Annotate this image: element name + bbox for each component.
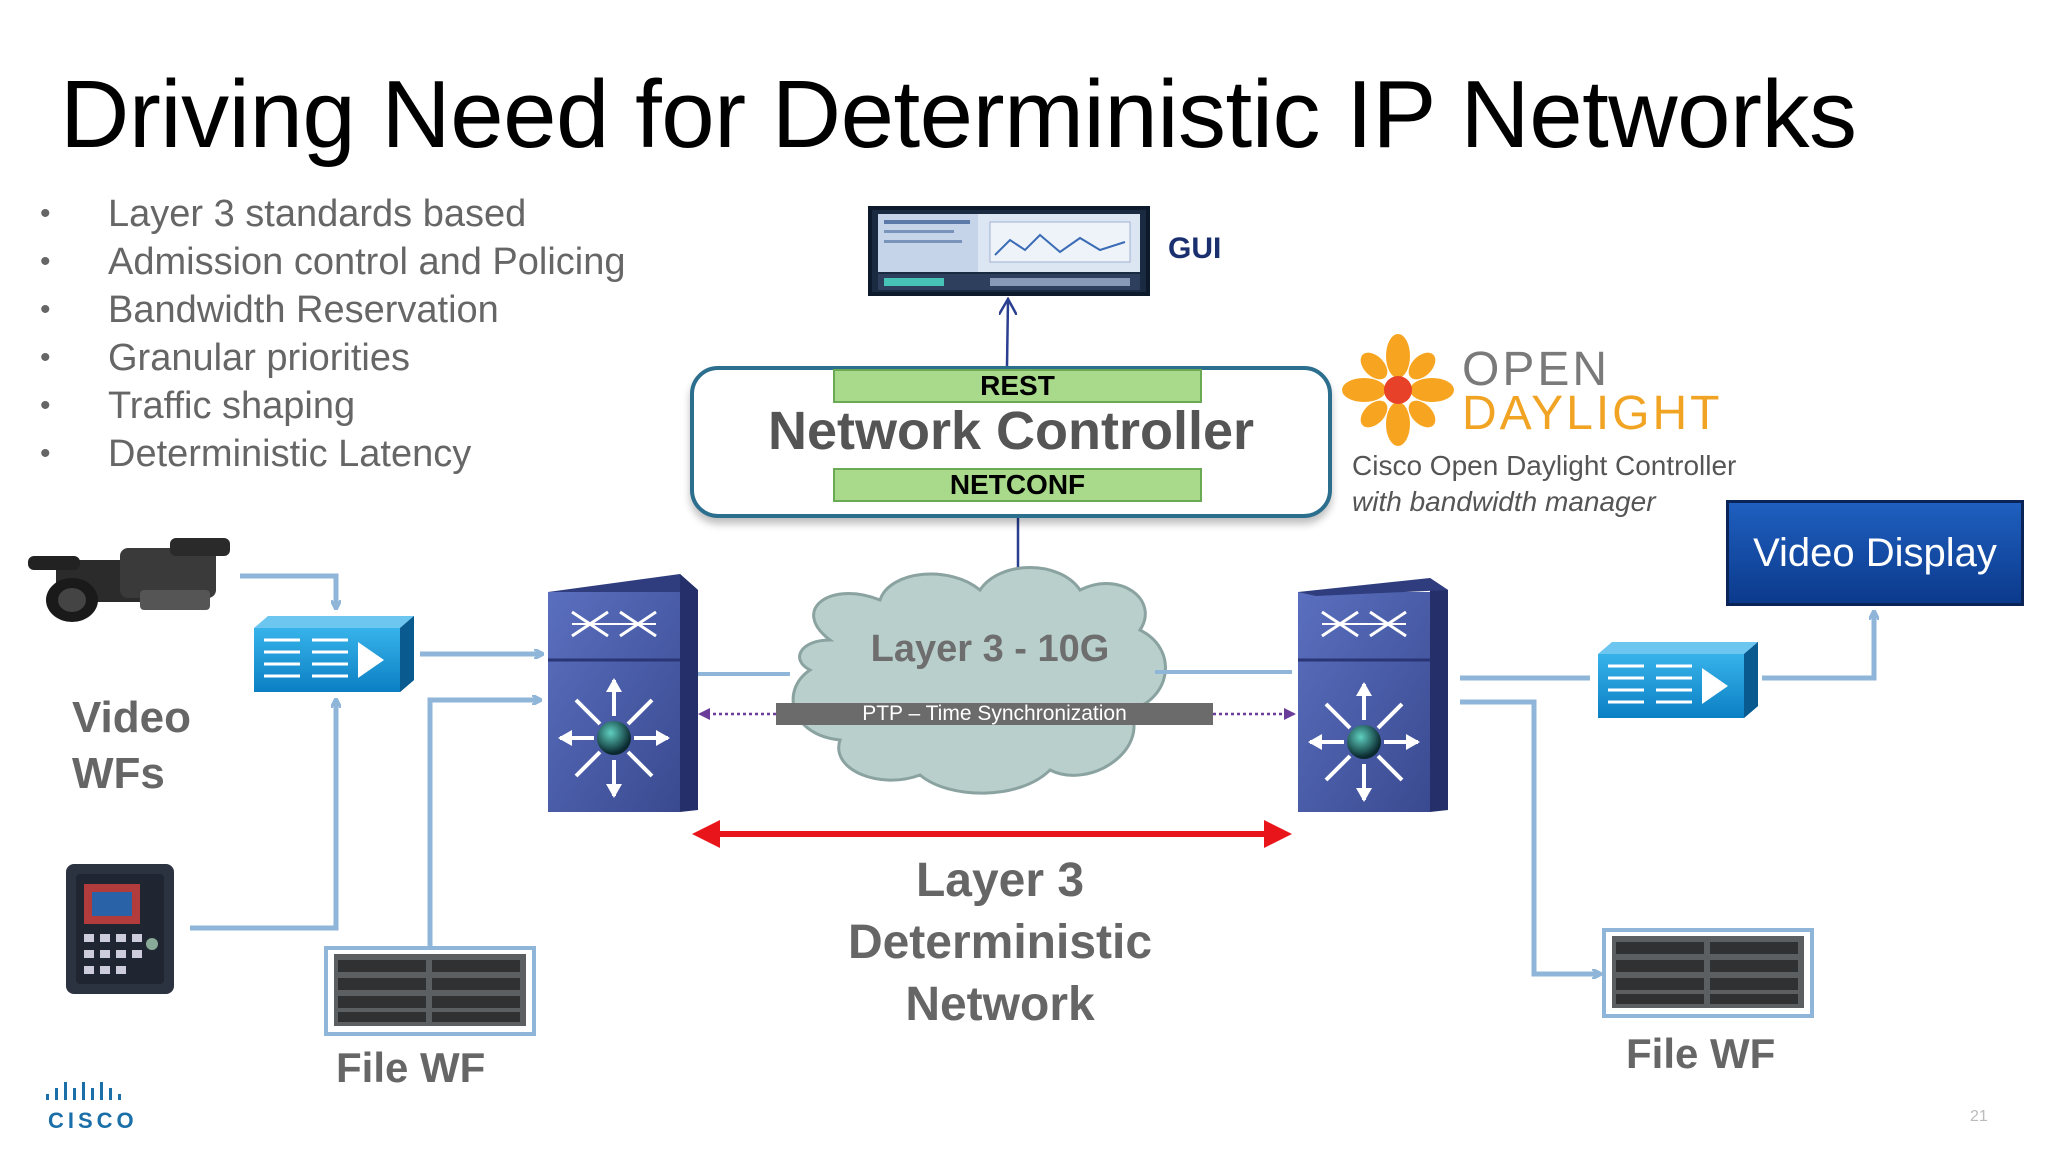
bullet-icon: • — [40, 293, 51, 326]
page-number: 21 — [1970, 1108, 1988, 1125]
list-item: •Admission control and Policing — [40, 238, 626, 286]
opendaylight-caption: Cisco Open Daylight Controller — [1352, 450, 1737, 481]
storage-array-icon — [1602, 928, 1814, 1018]
video-wfs-label: Video WFs — [72, 693, 192, 798]
gui-monitor-icon — [868, 206, 1150, 296]
ptp-label: PTP – Time Synchronization — [776, 703, 1213, 725]
deterministic-network-label: Layer 3 Deterministic Network — [847, 854, 1153, 1031]
list-item: •Layer 3 standards based — [40, 190, 626, 238]
router-icon — [254, 616, 414, 692]
opendaylight-logo-icon — [1342, 334, 1454, 446]
deterministic-span-arrow — [692, 820, 1292, 848]
bullet-icon: • — [40, 245, 51, 278]
bullet-icon: • — [40, 389, 51, 422]
opendaylight-logo-text-daylight: DAYLIGHT — [1462, 387, 1723, 440]
rest-label: REST — [833, 369, 1202, 403]
file-wf-right-label: File WF — [1626, 1030, 1776, 1077]
page-title: Driving Need for Deterministic IP Networ… — [60, 61, 1857, 168]
network-controller-label: Network Controller — [767, 401, 1255, 461]
list-item: •Traffic shaping — [40, 382, 626, 430]
router-icon — [1598, 642, 1758, 718]
gui-label: GUI — [1168, 232, 1222, 265]
list-item: •Deterministic Latency — [40, 430, 626, 478]
core-switch-icon — [1298, 578, 1448, 812]
flow-connectors — [190, 573, 1874, 974]
video-display: Video Display — [1726, 500, 2024, 606]
list-item: •Granular priorities — [40, 334, 626, 382]
opendaylight-logo-text-open: OPEN — [1462, 343, 1611, 396]
media-device-icon — [66, 864, 174, 994]
bullet-icon: • — [40, 341, 51, 374]
list-item: •Bandwidth Reservation — [40, 286, 626, 334]
opendaylight-caption-sub: with bandwidth manager — [1352, 486, 1656, 517]
feature-list: •Layer 3 standards based •Admission cont… — [40, 190, 626, 478]
layer3-cloud-icon — [791, 566, 1167, 795]
netconf-label: NETCONF — [833, 468, 1202, 502]
bullet-icon: • — [40, 197, 51, 230]
file-wf-left-label: File WF — [336, 1044, 486, 1091]
bullet-icon: • — [40, 437, 51, 470]
core-switch-icon — [548, 574, 698, 812]
cisco-logo-icon — [46, 1082, 121, 1100]
video-camera-icon — [28, 538, 230, 622]
cisco-logo-text: CISCO — [48, 1108, 138, 1133]
gui-arrow — [1007, 300, 1008, 367]
cloud-label: Layer 3 - 10G — [870, 628, 1110, 670]
storage-array-icon — [324, 946, 536, 1036]
